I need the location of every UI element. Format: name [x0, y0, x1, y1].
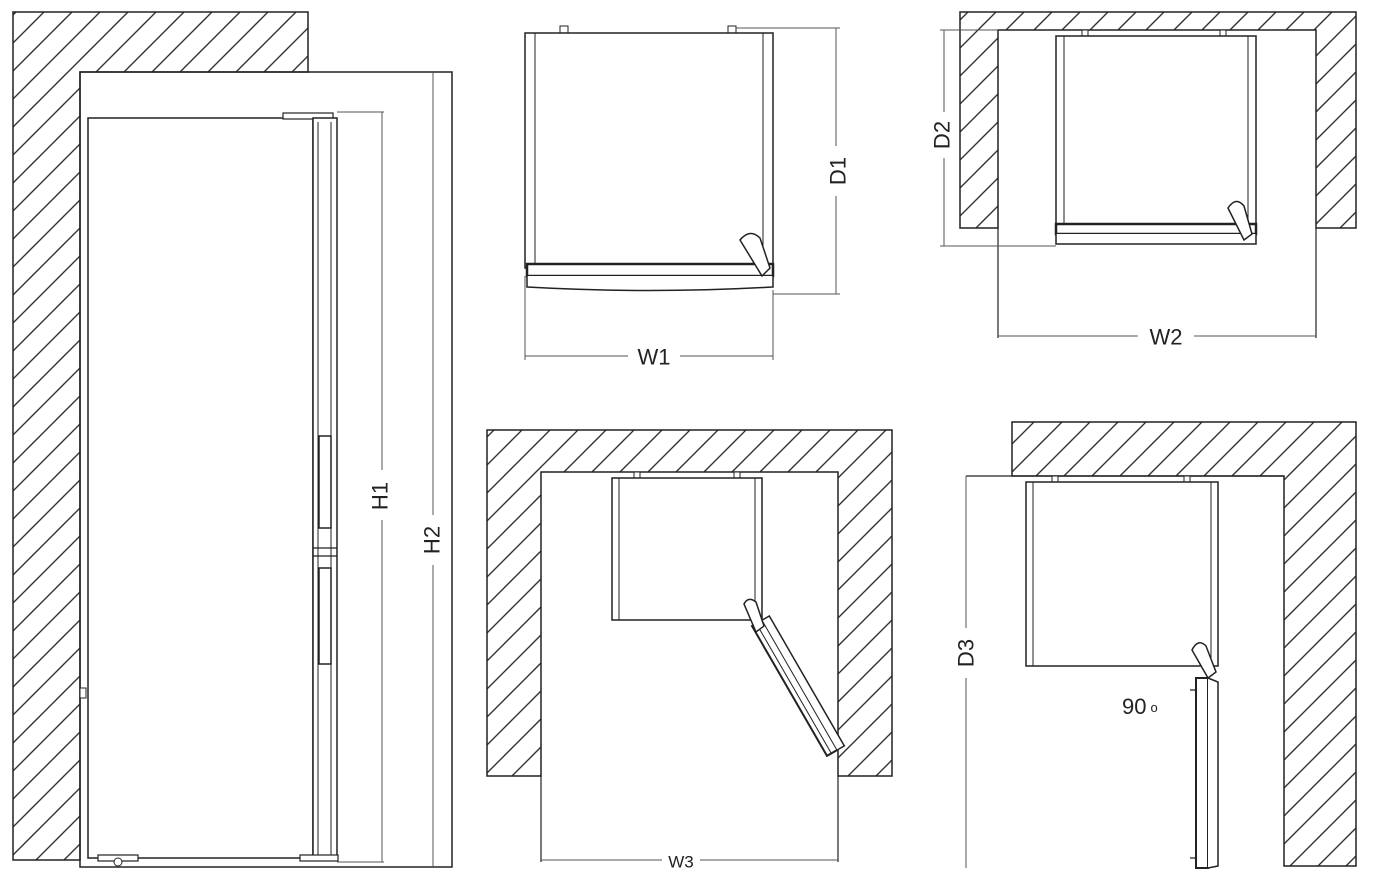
h1-label: H1 — [368, 482, 393, 510]
handle-w3 — [743, 598, 765, 634]
top-view-w2-d2-panel: D2 W2 — [930, 11, 1357, 350]
fridge-top-w3 — [611, 477, 763, 621]
door-closed-w2 — [1054, 222, 1258, 236]
wall-hatch-w2 — [959, 11, 1357, 229]
d3-label: D3 — [954, 639, 979, 667]
fridge-top-d3 — [1025, 481, 1219, 667]
d2-label: D2 — [930, 121, 955, 149]
fridge-body-side — [87, 117, 314, 859]
w3-label: W3 — [668, 853, 694, 872]
handle-w1 — [739, 232, 771, 278]
door-open-w3 — [750, 618, 839, 758]
side-view-panel: H1 H2 — [12, 11, 453, 868]
lower-handle — [318, 567, 332, 665]
fridge-top-w2 — [1055, 35, 1257, 227]
wall-hatch-w3 — [486, 429, 893, 777]
door-open-d3 — [1195, 677, 1209, 869]
handle-w2 — [1227, 200, 1253, 242]
h2-label: H2 — [420, 526, 445, 554]
d1-label: D1 — [826, 157, 851, 185]
w2-label: W2 — [1150, 325, 1183, 350]
top-hinge-side — [282, 112, 334, 120]
niche-outline-side — [79, 71, 453, 868]
door-closed-w1 — [525, 262, 775, 278]
handle-d3 — [1191, 642, 1217, 680]
fridge-top-w1 — [524, 32, 774, 269]
w1-label: W1 — [638, 345, 671, 370]
upper-handle — [318, 435, 332, 529]
top-view-w1-d1-panel: D1 W1 — [524, 25, 851, 370]
door-opening-w3-panel: W3 — [486, 429, 893, 872]
